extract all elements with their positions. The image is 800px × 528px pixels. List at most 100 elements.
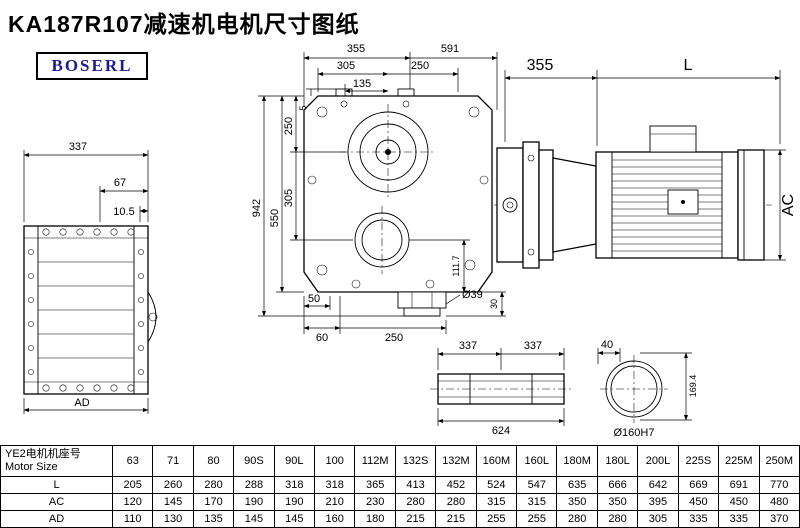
dim-169-4: 169.4 (688, 375, 698, 398)
dimension-cell-L: 260 (152, 476, 194, 494)
frame-size-column-header: 225S (677, 445, 720, 477)
frame-size-column-header: 132S (394, 445, 437, 477)
dim-AD: AD (74, 397, 89, 409)
frame-size-column-header: 180M (556, 445, 598, 477)
motor-size-header-cn: YE2电机机座号 (5, 447, 81, 460)
shaft-detail-dimensions: 337 337 624 (437, 340, 565, 437)
dim-L: L (684, 57, 693, 74)
dim-30: 30 (489, 299, 499, 309)
dimension-cell-L: 669 (677, 476, 720, 494)
dimension-cell-L: 365 (354, 476, 396, 494)
dimension-cell-AD: 280 (556, 510, 598, 528)
dimension-cell-AC: 210 (314, 493, 356, 511)
dim-60: 60 (316, 332, 328, 344)
frame-size-column-header: 112M (354, 445, 396, 477)
row-label-AD: AD (0, 510, 113, 528)
dimension-cell-L: 318 (273, 476, 316, 494)
dimension-cell-AD: 145 (273, 510, 316, 528)
dimension-cell-AD: 335 (677, 510, 720, 528)
motor-view (494, 125, 772, 269)
dim-305-top: 305 (337, 60, 355, 72)
dimension-cell-L: 642 (637, 476, 679, 494)
dimension-cell-AD: 370 (758, 510, 800, 528)
dimension-cell-L: 691 (718, 476, 760, 494)
dim-10-5: 10.5 (113, 206, 134, 218)
frame-size-column-header: 63 (111, 445, 154, 477)
frame-size-column-header: 90S (233, 445, 275, 477)
dimension-cell-AD: 180 (354, 510, 396, 528)
shaft-detail (430, 373, 572, 405)
dimension-cell-AD: 255 (475, 510, 518, 528)
dimension-cell-AC: 190 (273, 493, 316, 511)
dimension-cell-L: 280 (192, 476, 235, 494)
page-title: KA187R107减速机电机尺寸图纸 (8, 11, 360, 37)
frame-size-column-header: 250M (758, 445, 800, 477)
frame-size-column-header: 90L (273, 445, 316, 477)
front-view-dimensions: 355 591 305 250 135 5 250 305 550 942 11 (251, 43, 506, 344)
dimension-cell-AC: 190 (233, 493, 275, 511)
frame-size-column-header: 160L (516, 445, 558, 477)
dim-624: 624 (492, 425, 510, 437)
row-label-AC: AC (0, 493, 113, 511)
dimension-cell-L: 635 (556, 476, 598, 494)
dimension-cell-AC: 480 (758, 493, 800, 511)
bore-detail (600, 355, 668, 423)
dim-337-side: 337 (69, 141, 87, 153)
motor-size-header-en: Motor Size (5, 461, 58, 473)
dimension-cell-AD: 280 (596, 510, 639, 528)
dim-591: 591 (441, 43, 459, 55)
technical-drawing: 337 67 10.5 AD (23, 43, 797, 439)
bore-detail-dimensions: 40 169.4 Ø160H7 (597, 339, 698, 439)
dim-111-7: 111.7 (451, 255, 461, 276)
dim-67: 67 (114, 177, 126, 189)
dimension-cell-AD: 255 (516, 510, 558, 528)
dimension-cell-L: 205 (111, 476, 154, 494)
dimension-cell-L: 547 (516, 476, 558, 494)
dim-250-top: 250 (411, 60, 429, 72)
dim-550: 550 (269, 209, 281, 227)
dim-337-b: 337 (524, 340, 542, 352)
dimension-cell-L: 318 (314, 476, 356, 494)
side-view (23, 225, 158, 395)
dim-AC: AC (780, 194, 797, 216)
dim-135: 135 (353, 78, 371, 90)
dimension-cell-AC: 120 (111, 493, 154, 511)
brand-logo-text: BOSERL (51, 56, 133, 75)
dimension-cell-AD: 335 (718, 510, 760, 528)
dimension-cell-AD: 305 (637, 510, 679, 528)
frame-size-column-header: 200L (637, 445, 679, 477)
dimension-cell-AD: 215 (435, 510, 477, 528)
dimension-cell-L: 452 (435, 476, 477, 494)
dim-355-top: 355 (347, 43, 365, 55)
dimension-cell-L: 666 (596, 476, 639, 494)
dim-942: 942 (251, 199, 263, 217)
motor-size-header-cell: YE2电机机座号 Motor Size (0, 445, 113, 477)
dim-dia160H7: Ø160H7 (614, 427, 655, 439)
dim-50-bottom: 50 (308, 293, 320, 305)
dimension-cell-AD: 135 (192, 510, 235, 528)
frame-size-column-header: 71 (152, 445, 194, 477)
dim-337-a: 337 (459, 340, 477, 352)
brand-logo: BOSERL (36, 52, 148, 80)
dimension-cell-AD: 160 (314, 510, 356, 528)
dim-dia39: Ø39 (462, 289, 483, 301)
dimension-cell-AC: 280 (394, 493, 437, 511)
dim-40: 40 (601, 339, 613, 351)
dimension-cell-AC: 450 (677, 493, 720, 511)
dimension-cell-AC: 350 (596, 493, 639, 511)
dim-355-motor: 355 (527, 57, 554, 74)
side-view-dimensions: 337 67 10.5 AD (23, 141, 149, 414)
dim-250-bottom: 250 (385, 332, 403, 344)
dimension-cell-AC: 145 (152, 493, 194, 511)
dimension-cell-AC: 315 (475, 493, 518, 511)
dimension-cell-AD: 215 (394, 510, 437, 528)
dimension-cell-AD: 145 (233, 510, 275, 528)
row-label-L: L (0, 476, 113, 494)
motor-view-dimensions: 355 L AC (504, 57, 797, 261)
dimension-cell-AC: 170 (192, 493, 235, 511)
frame-size-column-header: 180L (596, 445, 639, 477)
